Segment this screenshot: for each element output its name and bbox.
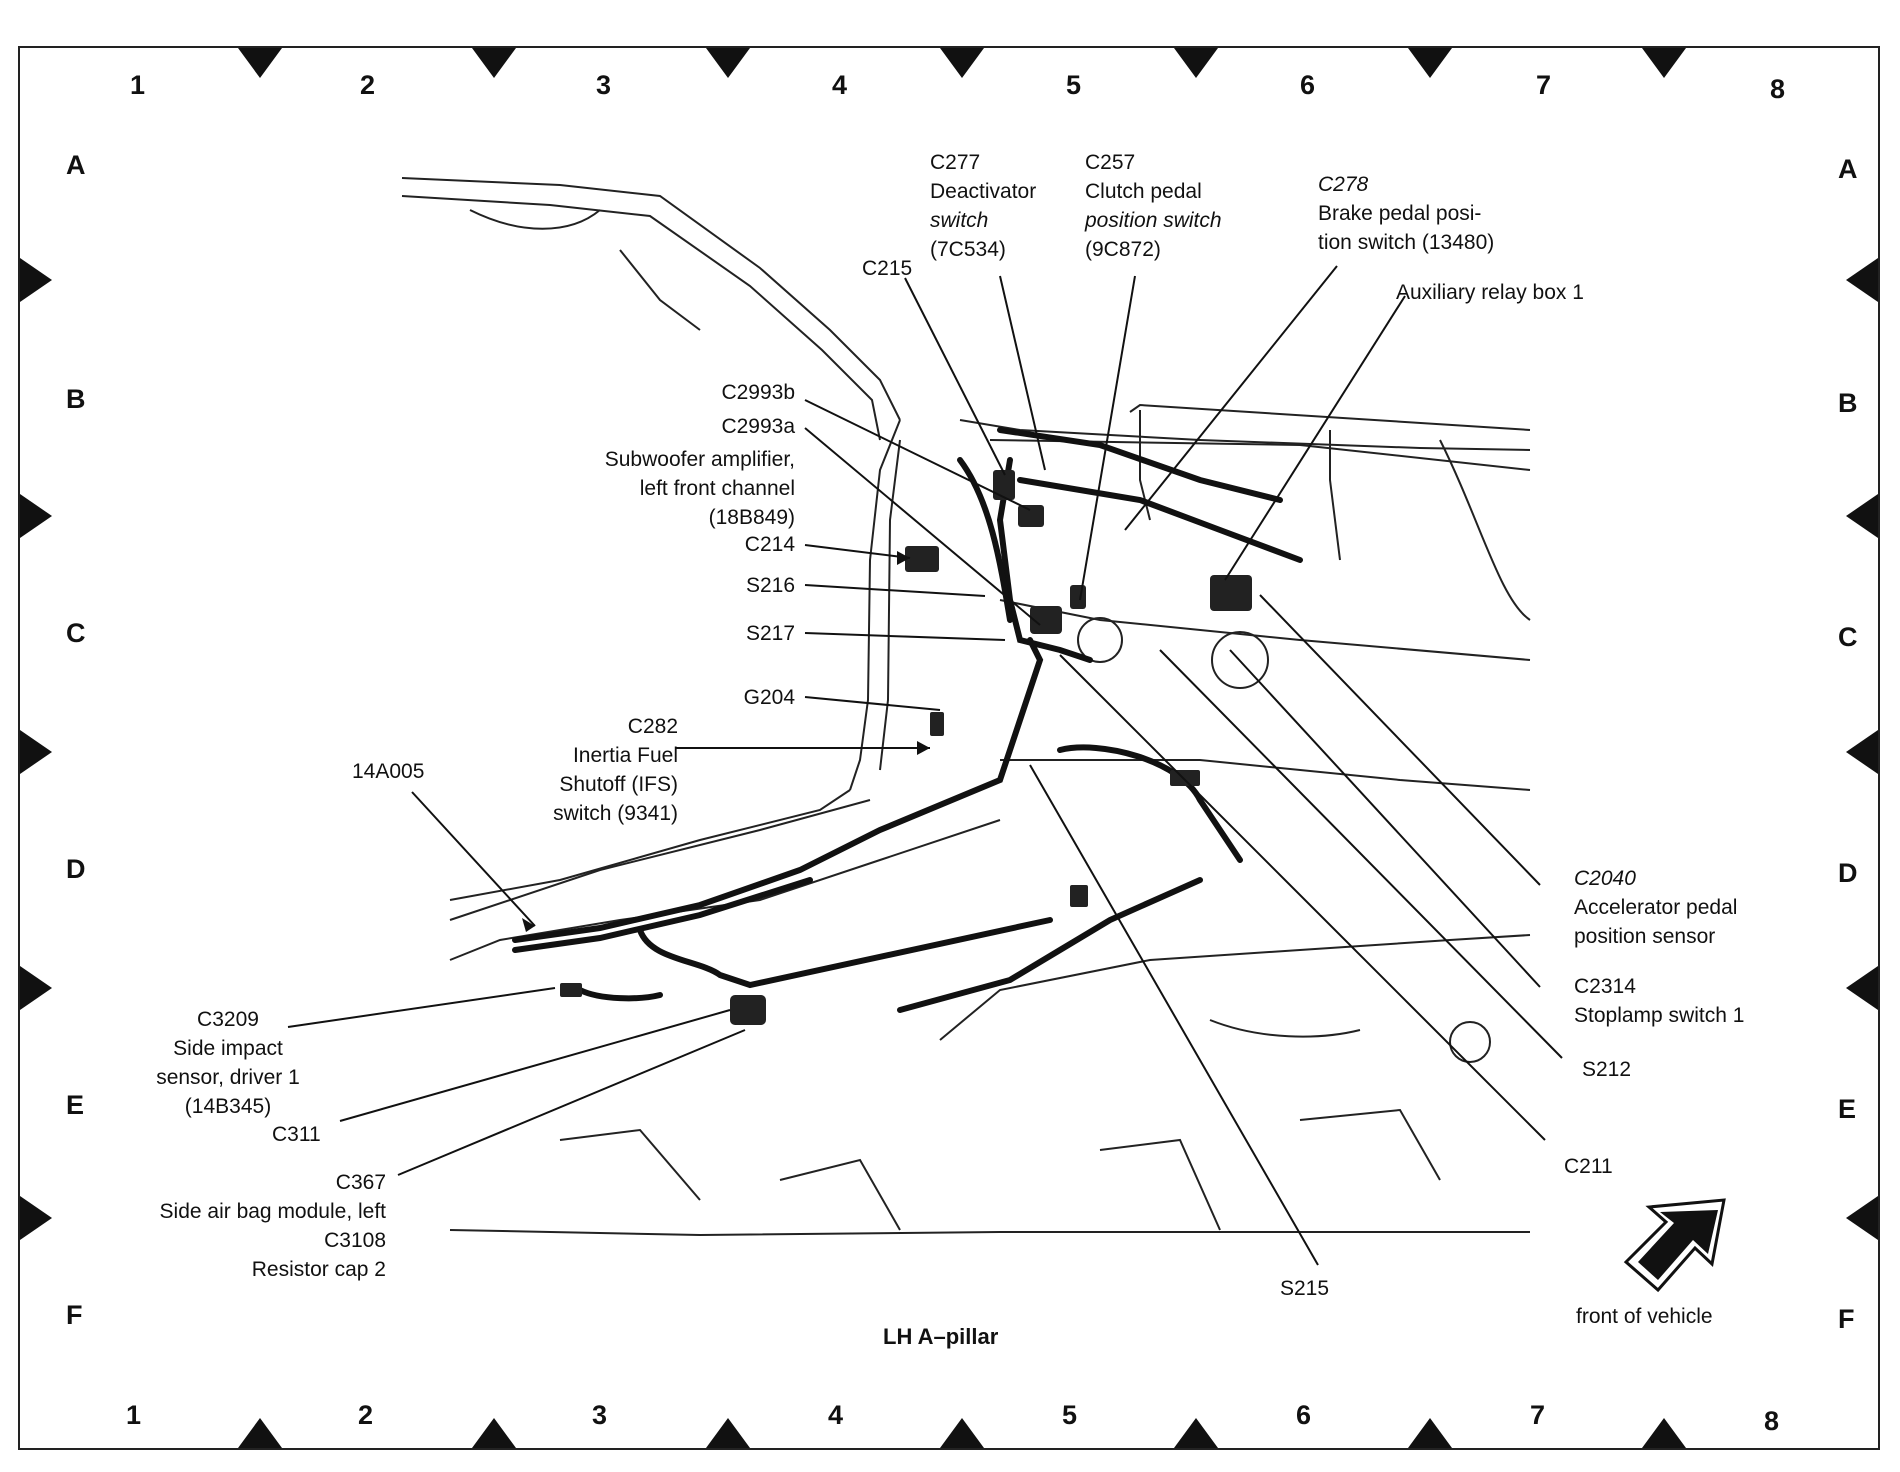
- callout-c2993b: C2993b: [721, 381, 795, 404]
- callout-c367: C367 Side air bag module, left C3108 Res…: [118, 1168, 386, 1284]
- grid-row-a-right: A: [1838, 154, 1858, 184]
- callout-c2314-line1: C2314: [1574, 975, 1636, 998]
- grid-row-d-right: D: [1838, 858, 1858, 888]
- callout-c278: C278 Brake pedal posi- tion switch (1348…: [1318, 170, 1494, 257]
- wiring-harness: [512, 427, 1303, 1013]
- callout-c2993a: C2993a: [721, 415, 795, 438]
- grid-col-7-bottom: 7: [1530, 1400, 1546, 1430]
- grid-col-8-top: 8: [1770, 74, 1786, 104]
- callout-c3209-line3: sensor, driver 1: [156, 1066, 300, 1089]
- leader-arrowheads: [522, 551, 930, 932]
- grid-col-3-top: 3: [596, 70, 612, 100]
- grid-col-4-bottom: 4: [828, 1400, 844, 1430]
- grid-col-5-bottom: 5: [1062, 1400, 1078, 1430]
- callout-c282-line1: C282: [627, 715, 678, 738]
- grid-row-d-left: D: [66, 854, 86, 884]
- callout-c278-line2: Brake pedal posi-: [1318, 202, 1482, 225]
- callout-c278-line1: C278: [1318, 173, 1369, 196]
- grid-col-2-bottom: 2: [358, 1400, 374, 1430]
- callout-c257-line1: C257: [1085, 151, 1136, 174]
- callout-c257-line2: Clutch pedal: [1085, 180, 1202, 203]
- grid-row-b-left: B: [66, 384, 86, 414]
- callout-c2040-line1: C2040: [1574, 867, 1636, 890]
- callout-14a005: 14A005: [352, 760, 425, 783]
- callout-c257-line3: position switch: [1085, 209, 1222, 232]
- callout-c277-line2: Deactivator: [930, 180, 1037, 203]
- callout-g204: G204: [743, 686, 795, 709]
- callout-s212: S212: [1582, 1058, 1632, 1081]
- grid-col-2-top: 2: [360, 70, 376, 100]
- grid-col-6-top: 6: [1300, 70, 1316, 100]
- callout-c211: C211: [1564, 1155, 1613, 1178]
- grid-row-e-left: E: [66, 1090, 85, 1120]
- callout-subwoofer-line1: Subwoofer amplifier,: [604, 448, 795, 471]
- callout-subwoofer-amplifier: Subwoofer amplifier, left front channel …: [520, 445, 795, 532]
- grid-row-f-left: F: [66, 1300, 83, 1330]
- callout-c282-line2: Inertia Fuel: [572, 744, 678, 767]
- callout-c282: C282 Inertia Fuel Shutoff (IFS) switch (…: [480, 712, 678, 828]
- grid-row-a-left: A: [66, 150, 86, 180]
- grid-col-5-top: 5: [1066, 70, 1082, 100]
- grid-triangles: [20, 48, 1878, 1448]
- callout-c282-line4: switch (9341): [553, 802, 678, 825]
- callout-c2314-line2: Stoplamp switch 1: [1574, 1004, 1745, 1027]
- callout-c257-line4: (9C872): [1085, 238, 1161, 261]
- callout-c367-line2: Side air bag module, left: [159, 1200, 386, 1223]
- grid-col-3-bottom: 3: [592, 1400, 608, 1430]
- callout-c2040-line2: Accelerator pedal: [1574, 896, 1738, 919]
- callout-c214: C214: [744, 533, 795, 556]
- vehicle-body-drawing: [401, 177, 1531, 1237]
- grid-col-7-top: 7: [1536, 70, 1552, 100]
- callout-c2040: C2040 Accelerator pedal position sensor: [1574, 864, 1737, 951]
- grid-col-8-bottom: 8: [1764, 1406, 1780, 1436]
- callout-leader-lines: [287, 265, 1563, 1266]
- callout-c311: C311: [272, 1123, 321, 1146]
- callout-subwoofer-line3: (18B849): [708, 506, 795, 529]
- callout-c282-line3: Shutoff (IFS): [559, 773, 678, 796]
- callout-subwoofer-line2: left front channel: [639, 477, 795, 500]
- callout-s217: S217: [745, 622, 795, 645]
- callout-c277-line1: C277: [930, 151, 981, 174]
- grid-row-e-right: E: [1838, 1094, 1857, 1124]
- grid-row-f-right: F: [1838, 1304, 1855, 1334]
- callout-c3209: C3209 Side impact sensor, driver 1 (14B3…: [128, 1005, 328, 1121]
- callout-s215: S215: [1280, 1277, 1330, 1300]
- grid-row-c-left: C: [66, 618, 86, 648]
- front-arrow-icon: [1623, 1198, 1726, 1293]
- callout-c277-line4: (7C534): [930, 238, 1006, 261]
- grid-col-1-top: 1: [130, 70, 146, 100]
- callout-c367-line3: C3108: [324, 1229, 386, 1252]
- callout-c367-line1: C367: [335, 1171, 386, 1194]
- diagram-title: LH A–pillar: [883, 1324, 999, 1349]
- diagram-frame: [18, 46, 1880, 1450]
- front-of-vehicle-label: front of vehicle: [1576, 1305, 1713, 1328]
- grid-row-c-right: C: [1838, 622, 1858, 652]
- grid-col-6-bottom: 6: [1296, 1400, 1312, 1430]
- grid-row-b-right: B: [1838, 388, 1858, 418]
- callout-c257: C257 Clutch pedal position switch (9C872…: [1085, 148, 1222, 264]
- callout-c3209-line1: C3209: [197, 1008, 259, 1031]
- callout-c215: C215: [862, 257, 913, 280]
- callout-c277: C277 Deactivator switch (7C534): [930, 148, 1036, 264]
- callout-c2314: C2314 Stoplamp switch 1: [1574, 972, 1744, 1030]
- grid-col-4-top: 4: [832, 70, 848, 100]
- callout-s216: S216: [745, 574, 795, 597]
- callout-c2040-line3: position sensor: [1574, 925, 1716, 948]
- callout-c3209-line2: Side impact: [173, 1037, 283, 1060]
- callout-c278-line3: tion switch (13480): [1318, 231, 1495, 254]
- callout-c3209-line4: (14B345): [184, 1095, 272, 1118]
- callout-c277-line3: switch: [930, 209, 989, 232]
- grid-col-1-bottom: 1: [126, 1400, 142, 1430]
- callout-auxiliary-relay-box: Auxiliary relay box 1: [1396, 281, 1584, 304]
- callout-c367-line4: Resistor cap 2: [251, 1258, 386, 1281]
